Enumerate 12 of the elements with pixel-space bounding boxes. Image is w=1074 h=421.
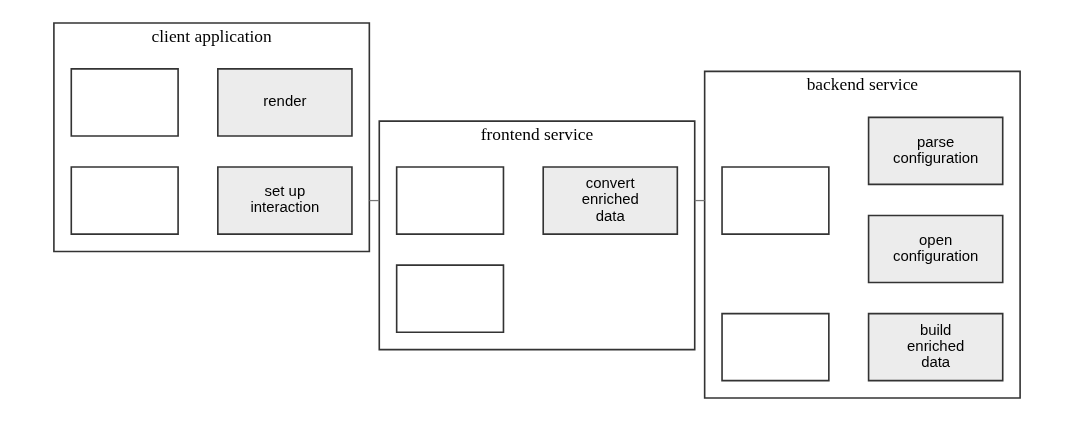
node-box: render (217, 68, 353, 137)
node-box: parse configuration (867, 116, 1004, 186)
node-box (70, 166, 179, 235)
node-box (721, 166, 830, 235)
node-box (395, 166, 505, 235)
node-box (721, 312, 830, 382)
node-box (395, 264, 505, 333)
node-box (70, 68, 179, 137)
node-box: set up interaction (217, 166, 353, 235)
node-box: build enriched data (867, 312, 1004, 382)
node-box: convert enriched data (542, 166, 679, 235)
node-box: open configuration (867, 214, 1004, 284)
